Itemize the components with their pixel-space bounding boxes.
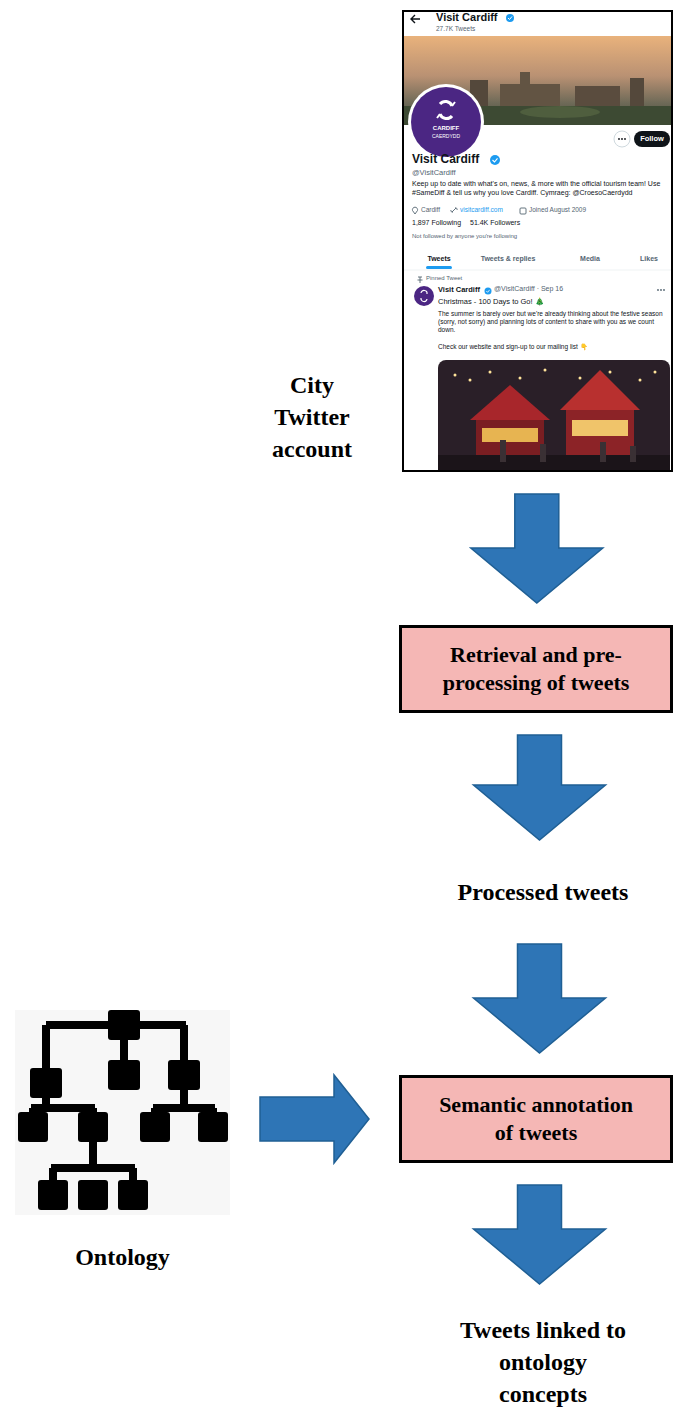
data-label-node: Processed tweets xyxy=(433,862,653,922)
screenshot-text: Tweets & replies xyxy=(478,255,538,264)
verified-badge xyxy=(506,14,514,22)
screenshot-frame: City Twitter account xyxy=(402,10,673,472)
screenshot-text: Keep up to date with what's on, news, & … xyxy=(412,180,668,198)
ontology-icon xyxy=(15,1010,230,1215)
screenshot-text: @VisitCardiff · Sep 16 xyxy=(494,285,563,294)
screenshot-ground xyxy=(402,10,673,472)
data-label-node: Tweets linked to ontology concepts xyxy=(455,1306,631,1409)
market-photo xyxy=(438,360,670,470)
block-arrow xyxy=(474,944,606,1053)
screenshot-text: Follow xyxy=(634,134,670,143)
screenshot-text: Visit Cardiff xyxy=(438,285,480,294)
screenshot-text: The summer is barely over but we're alre… xyxy=(438,310,668,334)
block-arrow xyxy=(471,494,603,603)
block-arrow xyxy=(474,1185,606,1284)
screenshot-text: Visit Cardiff xyxy=(412,152,479,167)
back-arrow xyxy=(411,15,420,23)
node-title: Tweets linked to ontology concepts xyxy=(456,1314,631,1409)
block-arrow xyxy=(260,1075,369,1163)
screenshot-text: CAERDYDD xyxy=(416,133,476,139)
screenshot-text: Check our website and sign-up to our mai… xyxy=(438,343,588,351)
screenshot-text: Visit Cardiff xyxy=(436,11,498,25)
process-box: Retrieval and pre-processing of tweets xyxy=(399,625,673,713)
node-title: Processed tweets xyxy=(436,877,650,907)
verified-badge xyxy=(490,155,500,165)
screenshot-text: 51.4K Followers xyxy=(470,219,520,228)
block-arrow xyxy=(474,735,606,840)
screenshot-text: Tweets xyxy=(414,255,464,264)
node-title: Semantic annotation of tweets xyxy=(434,1091,639,1147)
screenshot-text: CARDIFF xyxy=(416,125,476,133)
screenshot-text: @VisitCardiff xyxy=(412,168,456,177)
separator xyxy=(404,270,671,271)
screenshot-text: Joined August 2009 xyxy=(529,206,586,214)
more-button xyxy=(614,131,630,147)
node-title: City Twitter account xyxy=(257,369,367,465)
screenshot-text: visitcardiff.com xyxy=(460,206,503,214)
screenshot-text: Media xyxy=(565,255,615,264)
screenshot-text: 27.7K Tweets xyxy=(436,25,475,33)
node-title: Retrieval and pre-processing of tweets xyxy=(411,641,661,697)
tweet-avatar xyxy=(421,290,427,301)
screenshot-text: Christmas - 100 Days to Go! 🎄 xyxy=(438,297,544,306)
process-box: Semantic annotation of tweets xyxy=(399,1075,673,1163)
tweet-avatar xyxy=(414,286,434,306)
screenshot-text: Likes xyxy=(624,255,674,264)
screenshot-text: 1,897 Following xyxy=(412,219,461,228)
follow-button xyxy=(634,131,670,147)
node-title: Ontology xyxy=(15,1242,230,1272)
avatar-logo xyxy=(408,84,484,160)
screenshot-text: Pinned Tweet xyxy=(426,275,462,283)
more-dots xyxy=(657,289,665,291)
ontology-node: Ontology xyxy=(15,1010,230,1215)
tab-underline xyxy=(426,266,452,269)
verified-badge xyxy=(485,288,492,295)
pin-icon xyxy=(418,277,423,283)
screenshot-text: Cardiff xyxy=(421,206,440,214)
screenshot-text: Not followed by anyone you're following xyxy=(412,233,517,241)
